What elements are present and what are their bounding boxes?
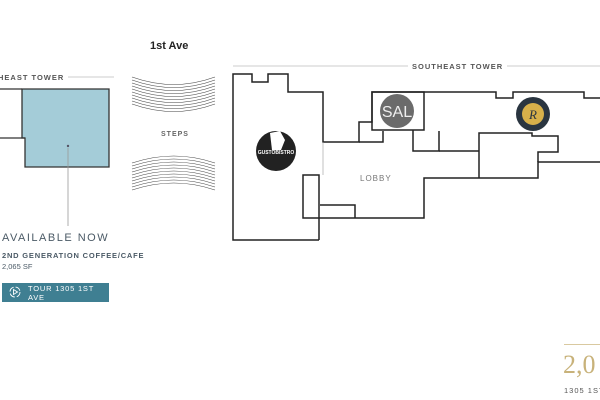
tour-button-label: TOUR 1305 1ST AVE (28, 283, 94, 302)
tour-button[interactable]: TOUR 1305 1ST AVE (2, 283, 109, 302)
svg-text:R: R (528, 107, 537, 122)
space-use: 2ND GENERATION COFFEE/CAFE (2, 251, 145, 260)
svg-text:SAL: SAL (382, 104, 412, 121)
space-size: 2,065 SF (2, 262, 33, 271)
tower-label-left: HEAST TOWER (0, 73, 69, 82)
divider (564, 344, 600, 345)
available-space[interactable] (21, 88, 110, 168)
tower-label-right: SOUTHEAST TOWER (408, 62, 508, 71)
building-walls (232, 73, 600, 241)
sal-logo[interactable]: SAL (380, 94, 414, 128)
headline-number: 2,0 (563, 350, 596, 379)
street-label: 1st Ave (150, 40, 189, 52)
availability-status: AVAILABLE NOW (2, 232, 110, 244)
georges-brews-logo[interactable]: R (516, 97, 550, 131)
steps-graphic (131, 76, 216, 191)
virtual-tour-icon (8, 286, 22, 300)
svg-text:GUSTOBISTRO: GUSTOBISTRO (258, 150, 295, 156)
address-label: 1305 1ST (564, 386, 600, 395)
gustobistro-logo[interactable]: GUSTOBISTRO (256, 131, 296, 171)
lobby-label: LOBBY (360, 174, 392, 183)
sal-unit (371, 91, 425, 131)
steps-label: STEPS (161, 131, 189, 138)
